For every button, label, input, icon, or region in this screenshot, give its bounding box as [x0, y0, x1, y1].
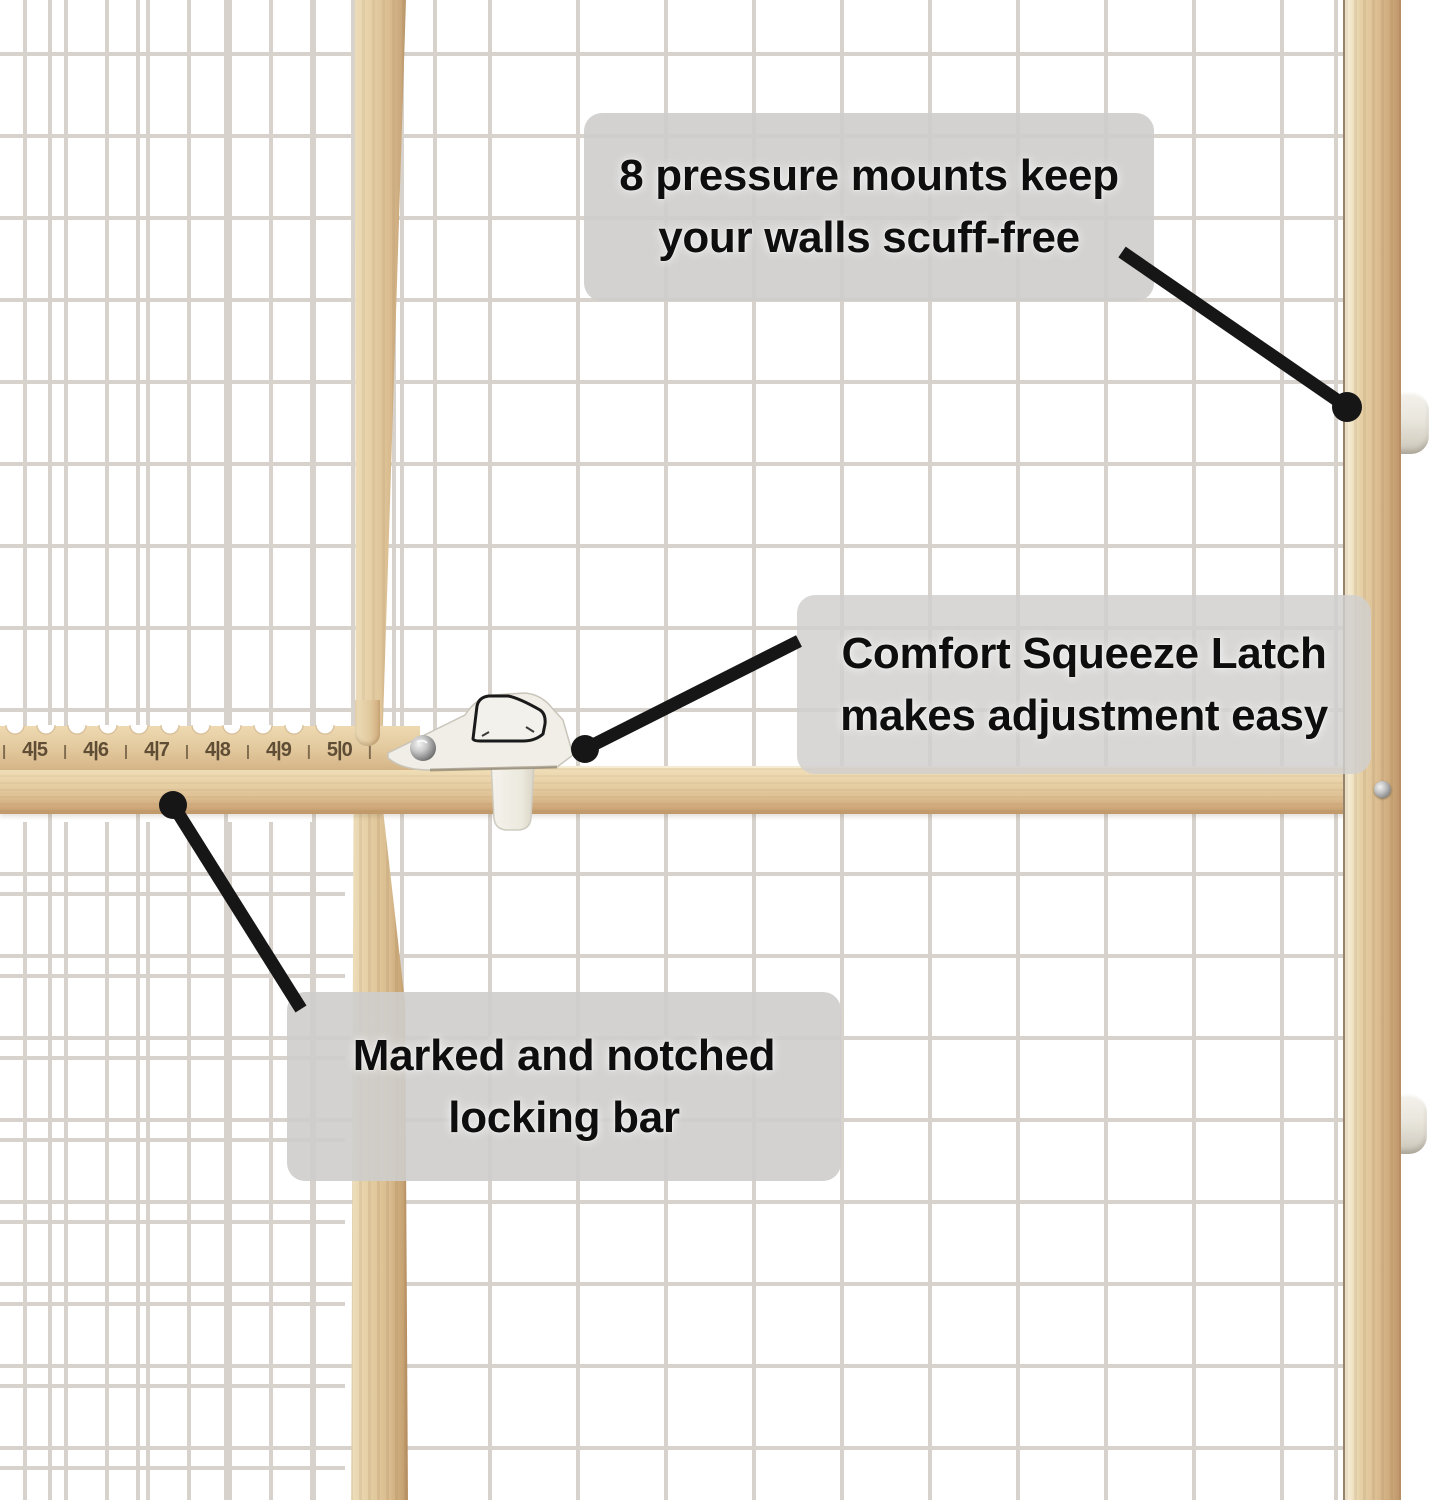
- latch-screw: [410, 735, 436, 761]
- callout-line: Marked and notched: [352, 1030, 776, 1080]
- comfort-squeeze-latch: [387, 692, 574, 831]
- latch-pad-detail: [481, 726, 535, 737]
- left-wood-rail-rounded-tip: [355, 700, 380, 746]
- latch-screw-glint: [416, 739, 428, 744]
- ruler-tick: |: [123, 743, 129, 760]
- latch-thumb-pad: [471, 694, 547, 743]
- ruler-tick: |: [306, 743, 311, 760]
- crossbar-screw: [1374, 781, 1391, 798]
- ruler-tick: |: [2, 743, 7, 760]
- locking-bar-notches: [0, 725, 346, 747]
- callout-line: your walls scuff-free: [658, 213, 1080, 262]
- ruler-number-49: 4|9: [265, 739, 292, 761]
- ruler-tick: |: [367, 743, 372, 760]
- ruler-tick: |: [245, 743, 251, 760]
- callout-line: locking bar: [448, 1092, 680, 1142]
- notched-locking-bar: | 4|5 | 4|6 | 4|7 | 4|8 | 4|9 | 5|0 |: [0, 725, 420, 770]
- callout-pressure-mounts: 8 pressure mounts keep your walls scuff-…: [584, 113, 1154, 301]
- ruler-number-46: 4|6: [83, 739, 109, 761]
- ruler-number-45: 4|5: [22, 739, 48, 761]
- ruler-number-47: 4|7: [144, 739, 170, 761]
- callout-line: Comfort Squeeze Latch: [841, 628, 1327, 678]
- ruler-tick: |: [62, 743, 68, 760]
- callout-line: makes adjustment easy: [840, 690, 1328, 740]
- callout-squeeze-latch: Comfort Squeeze Latch makes adjustment e…: [797, 595, 1371, 774]
- latch-lever-shadow: [429, 765, 558, 772]
- ruler-marks: | 4|5 | 4|6 | 4|7 | 4|8 | 4|9 | 5|0 |: [2, 739, 372, 762]
- ruler-number-48: 4|8: [205, 739, 231, 761]
- ruler-tick: |: [184, 743, 190, 760]
- callout-locking-bar: Marked and notched locking bar: [287, 992, 841, 1181]
- ruler-number-50: 5|0: [326, 739, 353, 761]
- callout-line: 8 pressure mounts keep: [619, 151, 1119, 200]
